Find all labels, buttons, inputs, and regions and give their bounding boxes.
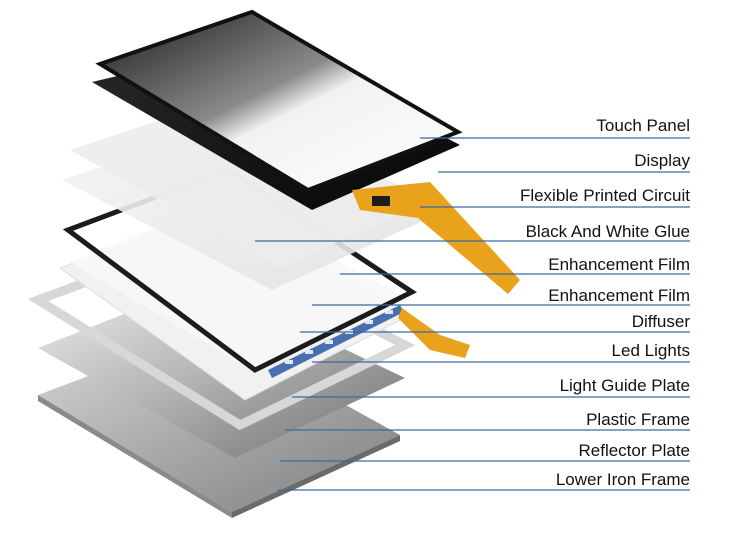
label-light-guide-plate: Light Guide Plate [559, 376, 690, 395]
display-fpc [352, 182, 520, 294]
label-enhancement-film-1: Enhancement Film [548, 255, 690, 274]
fpc-chip [372, 196, 390, 206]
label-diffuser: Diffuser [631, 312, 690, 331]
leader-lines [255, 137, 690, 491]
diffuser-layer [70, 200, 410, 372]
label-reflector-plate: Reflector Plate [578, 441, 691, 460]
label-flexible-printed-circuit: Flexible Printed Circuit [519, 186, 690, 205]
lower-iron-frame-side [232, 435, 400, 518]
label-enhancement-film-2: Enhancement Film [548, 286, 690, 305]
label-led-lights: Led Lights [611, 341, 690, 360]
label-black-white-glue: Black And White Glue [525, 222, 690, 241]
label-display: Display [634, 151, 690, 170]
enhancement-film-1-layer [70, 100, 430, 268]
touch-panel-layer [95, 9, 463, 193]
label-touch-panel: Touch Panel [596, 116, 690, 135]
led-fpc-tail [398, 308, 470, 358]
label-plastic-frame: Plastic Frame [586, 410, 690, 429]
lower-iron-frame-edge [38, 395, 232, 518]
label-lower-iron-frame: Lower Iron Frame [555, 470, 690, 489]
